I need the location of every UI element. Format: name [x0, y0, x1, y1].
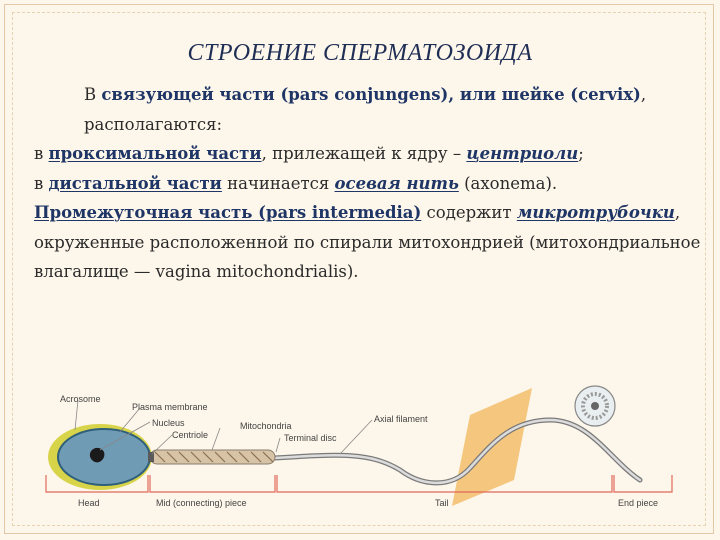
- paragraph-3: в дистальной части начинается осевая нит…: [34, 169, 714, 199]
- nucleus-chromatin: [89, 447, 105, 463]
- label-axial-filament: Axial filament: [374, 414, 428, 424]
- p3-text-2: начинается: [221, 173, 335, 193]
- centriole: [148, 452, 154, 462]
- p1-text-2: , располагаются:: [84, 85, 647, 134]
- label-tail: Tail: [435, 498, 449, 508]
- slide-title: СТРОЕНИЕ СПЕРМАТОЗОИДА: [187, 40, 533, 66]
- p2-term: проксимальной части: [48, 144, 262, 163]
- p3-term-2: осевая нить: [334, 173, 459, 193]
- label-centriole: Centriole: [172, 430, 208, 440]
- label-head: Head: [78, 498, 100, 508]
- mitochondria-spiral: [154, 451, 274, 463]
- p3-text-1: в: [34, 173, 49, 193]
- label-plasma-membrane: Plasma membrane: [132, 402, 208, 412]
- sperm-diagram: Acrosome Plasma membrane Nucleus Centrio…: [45, 385, 673, 508]
- p2-text-2: , прилежащей к ядру –: [261, 144, 467, 163]
- body-text: В связующей части (pars conjungens), или…: [34, 80, 714, 287]
- label-acrosome: Acrosome: [60, 394, 101, 404]
- label-nucleus: Nucleus: [152, 418, 185, 428]
- label-terminal-disc: Terminal disc: [284, 433, 337, 443]
- leader-lines: [74, 399, 373, 455]
- p3-term: дистальной части: [48, 173, 222, 193]
- p2-term-2: центриоли: [466, 144, 579, 163]
- p2-text-1: в: [34, 144, 49, 163]
- axoneme-cross-section: [574, 385, 616, 427]
- slide-frame-inner: [12, 12, 706, 526]
- p2-text-3: ;: [578, 144, 584, 163]
- paragraph-2: в проксимальной части, прилежащей к ядру…: [34, 139, 714, 169]
- p3-text-3: (axonema).: [458, 173, 558, 193]
- head-plasma-membrane: [57, 428, 151, 486]
- label-mitochondria: Mitochondria: [240, 421, 292, 431]
- p4-text-1: содержит: [421, 203, 517, 222]
- p4-text-2: , окруженные расположенной по спирали ми…: [34, 203, 701, 281]
- p1-term: связующей части (pars conjungens), или ш…: [101, 85, 641, 104]
- p1-text-1: В: [84, 85, 102, 104]
- paragraph-1: В связующей части (pars conjungens), или…: [34, 80, 714, 139]
- label-mid-piece: Mid (connecting) piece: [156, 498, 247, 508]
- p4-term-2: микротрубочки: [516, 203, 675, 222]
- tail-outline: [272, 417, 643, 486]
- p4-term: Промежуточная часть (pars intermedia): [34, 203, 422, 222]
- label-end-piece: End piece: [618, 498, 658, 508]
- slide-frame-outer: [4, 4, 714, 534]
- region-brackets: [45, 475, 673, 493]
- tail-core: [273, 418, 642, 485]
- paragraph-4: Промежуточная часть (pars intermedia) со…: [34, 198, 714, 287]
